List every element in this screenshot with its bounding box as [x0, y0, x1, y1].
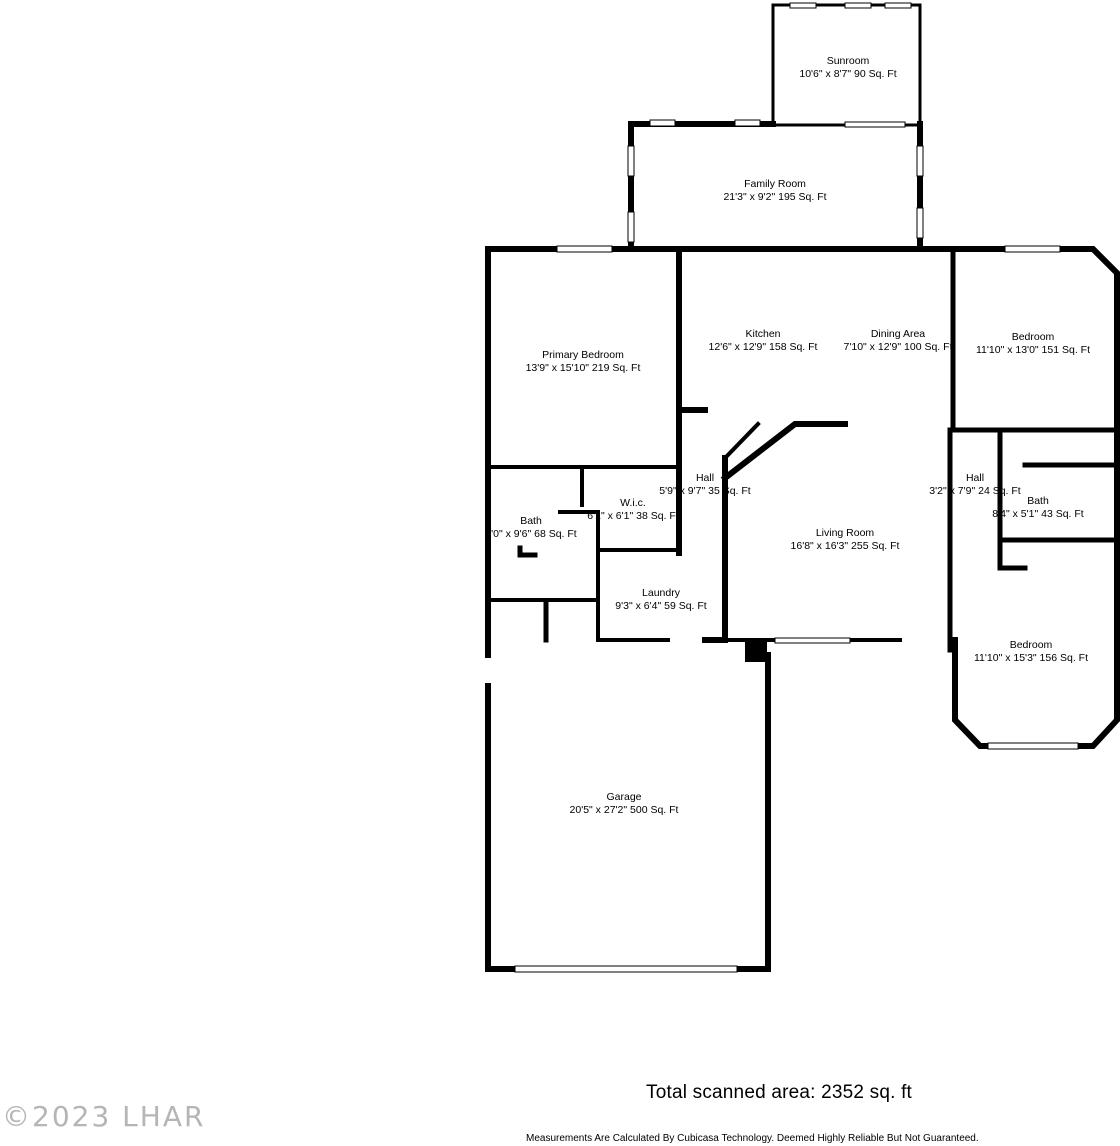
window: [1004, 245, 1061, 253]
window: [884, 2, 912, 9]
room-dimensions: 11'10" x 13'0" 151 Sq. Ft: [976, 344, 1090, 356]
room-name: Kitchen: [745, 328, 780, 340]
watermark: ©2023 LHAR: [2, 1100, 206, 1133]
room-name: Living Room: [816, 527, 875, 539]
room-name: Bath: [1027, 495, 1049, 507]
windows: [514, 2, 1079, 973]
room-name: Bedroom: [1012, 331, 1055, 343]
window: [514, 965, 738, 973]
room-dimensions: 3'2" x 7'9" 24 Sq. Ft: [929, 485, 1021, 497]
room-name: Primary Bedroom: [542, 349, 624, 361]
room-dimensions: 16'8" x 16'3" 255 Sq. Ft: [791, 540, 900, 552]
window: [987, 742, 1079, 750]
walls: [485, 3, 1120, 972]
room-dimensions: 7'0" x 9'6" 68 Sq. Ft: [485, 528, 577, 540]
room-name: Laundry: [642, 587, 681, 599]
room-name: Garage: [606, 791, 641, 803]
room-dimensions: 12'6" x 12'9" 158 Sq. Ft: [709, 341, 818, 353]
window: [916, 207, 924, 239]
room-dimensions: 10'6" x 8'7" 90 Sq. Ft: [799, 68, 896, 80]
room-name: Family Room: [744, 178, 806, 190]
wall-main-top: [485, 246, 1120, 749]
room-dimensions: 8'4" x 5'1" 43 Sq. Ft: [992, 508, 1084, 520]
wall-diagonal-2: [722, 421, 761, 461]
room-name: W.i.c.: [620, 497, 646, 509]
room-dimensions: 7'10" x 12'9" 100 Sq. Ft: [844, 341, 953, 353]
wall-block: [745, 640, 767, 662]
room-name: Bath: [520, 515, 542, 527]
room-name: Bedroom: [1010, 639, 1053, 651]
window: [556, 245, 613, 253]
disclaimer: Measurements Are Calculated By Cubicasa …: [526, 1133, 979, 1144]
window: [627, 145, 635, 177]
room-dimensions: 21'3" x 9'2" 195 Sq. Ft: [723, 191, 826, 203]
wall-right-hall: [997, 427, 1115, 571]
wall-bath-stub: [517, 545, 549, 643]
window: [627, 211, 635, 243]
window: [774, 637, 851, 644]
wall-diagonal: [720, 421, 848, 483]
room-name: Hall: [696, 472, 714, 484]
room-name: Hall: [966, 472, 984, 484]
window: [789, 2, 817, 9]
window: [844, 2, 872, 9]
window: [649, 119, 676, 127]
wall-wic-left: [558, 465, 681, 552]
window: [916, 145, 924, 177]
room-wic: W.i.c.6'1" x 6'1" 38 Sq. Ft: [587, 497, 679, 522]
room-dimensions: 11'10" x 15'3" 156 Sq. Ft: [974, 652, 1088, 664]
room-dimensions: 13'9" x 15'10" 219 Sq. Ft: [526, 362, 641, 374]
room-name: Sunroom: [827, 55, 870, 67]
room-dimensions: 20'5" x 27'2" 500 Sq. Ft: [570, 804, 679, 816]
room-dimensions: 9'3" x 6'4" 59 Sq. Ft: [615, 600, 707, 612]
total-area: Total scanned area: 2352 sq. ft: [646, 1082, 913, 1103]
window: [734, 119, 761, 127]
room-dimensions: 5'9" x 9'7" 35 Sq. Ft: [659, 485, 751, 497]
wall-right-wing: [947, 246, 1115, 433]
room-name: Dining Area: [871, 328, 925, 340]
window: [844, 121, 906, 128]
wall-bath-bottom: [486, 598, 670, 642]
room-dimensions: 6'1" x 6'1" 38 Sq. Ft: [587, 510, 679, 522]
